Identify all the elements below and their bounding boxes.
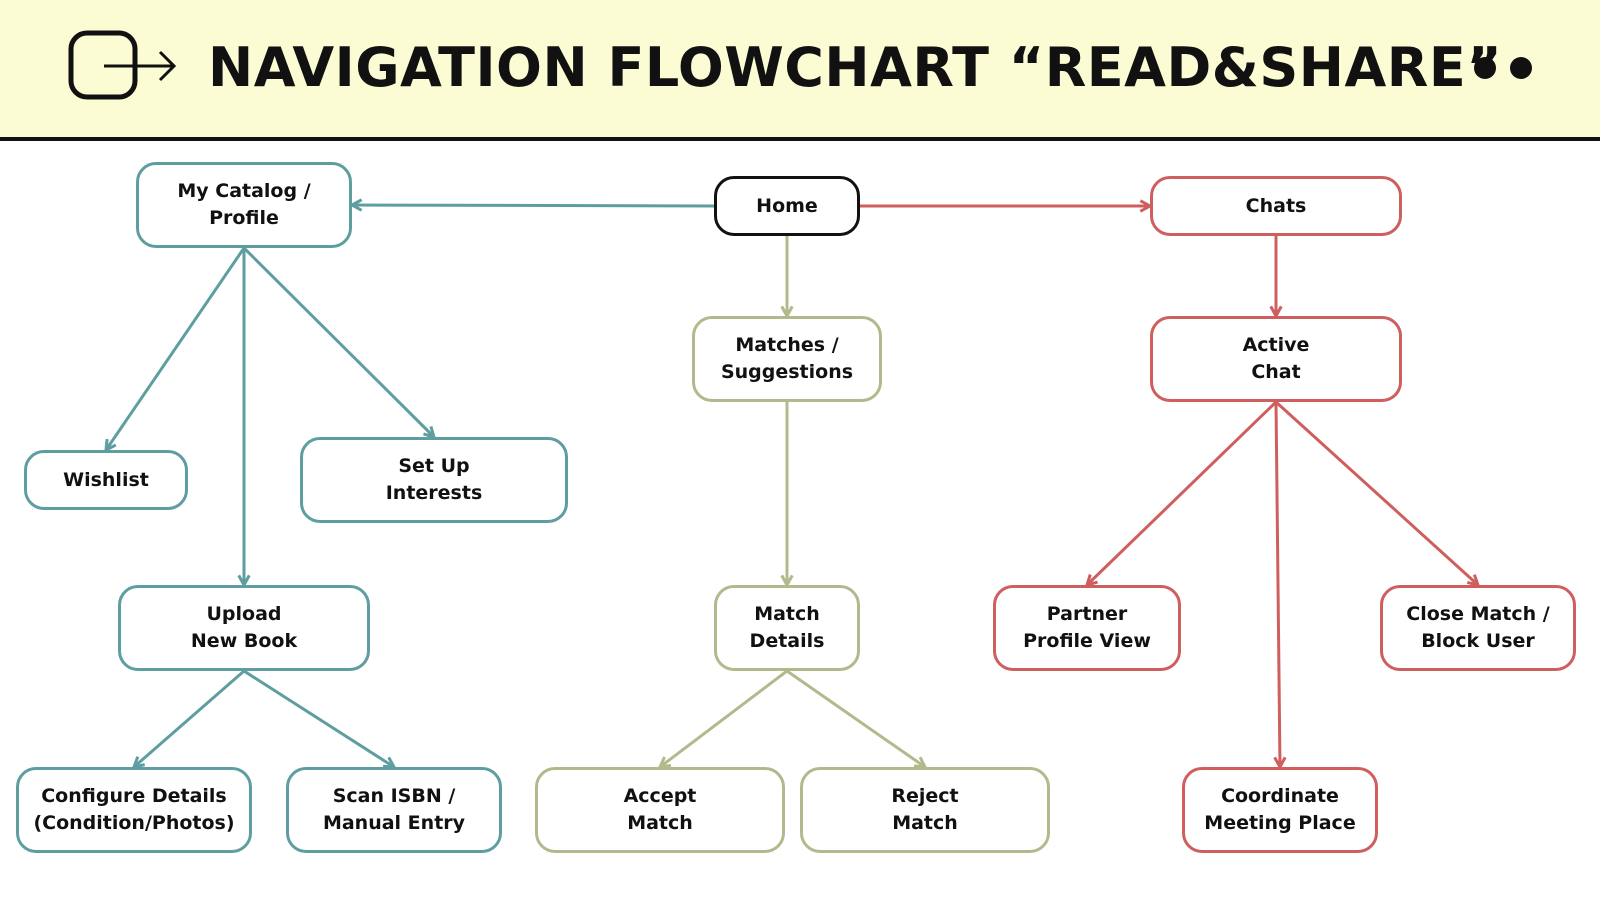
node-matches-suggestions[interactable]: Matches / Suggestions: [692, 316, 882, 402]
node-reject-match[interactable]: Reject Match: [800, 767, 1050, 853]
header-bar: NAVIGATION FLOWCHART “READ&SHARE”: [0, 0, 1600, 141]
node-accept-match[interactable]: Accept Match: [535, 767, 785, 853]
node-upload-new-book[interactable]: Upload New Book: [118, 585, 370, 671]
edge-upload-to-scan: [243, 669, 397, 769]
node-wishlist[interactable]: Wishlist: [24, 450, 188, 510]
edge-upload-to-configure: [131, 669, 245, 770]
box-arrow-right-icon: [68, 30, 177, 100]
node-scan-isbn-manual-entry[interactable]: Scan ISBN / Manual Entry: [286, 767, 502, 853]
node-partner-profile-view[interactable]: Partner Profile View: [993, 585, 1181, 671]
node-my-catalog-profile[interactable]: My Catalog / Profile: [136, 162, 352, 248]
page-title: NAVIGATION FLOWCHART “READ&SHARE”: [208, 36, 1503, 99]
edge-catalog-to-upload: [237, 248, 251, 589]
node-match-details[interactable]: Match Details: [714, 585, 860, 671]
two-dots-icon: [1474, 57, 1532, 79]
node-chats[interactable]: Chats: [1150, 176, 1402, 236]
edge-match_details-to-reject: [786, 669, 928, 769]
edge-active_chat-to-coordinate: [1273, 401, 1287, 771]
edge-match_details-to-accept: [657, 669, 788, 769]
node-configure-details[interactable]: Configure Details (Condition/Photos): [16, 767, 252, 853]
edge-catalog-to-interests: [242, 246, 437, 440]
edge-home-to-matches: [780, 236, 794, 320]
edge-matches-to-match_details: [780, 402, 794, 589]
node-active-chat[interactable]: Active Chat: [1150, 316, 1402, 402]
edge-active_chat-to-partner: [1084, 400, 1278, 588]
edge-chats-to-active_chat: [1269, 236, 1283, 320]
node-set-up-interests[interactable]: Set Up Interests: [300, 437, 568, 523]
edge-catalog-to-wishlist: [104, 247, 246, 453]
edge-active_chat-to-close: [1274, 400, 1481, 588]
node-coordinate-meeting-place[interactable]: Coordinate Meeting Place: [1182, 767, 1378, 853]
edge-home-to-chats: [860, 199, 1154, 213]
node-home[interactable]: Home: [714, 176, 860, 236]
node-close-match-block-user[interactable]: Close Match / Block User: [1380, 585, 1576, 671]
edge-home-to-catalog: [348, 198, 715, 212]
